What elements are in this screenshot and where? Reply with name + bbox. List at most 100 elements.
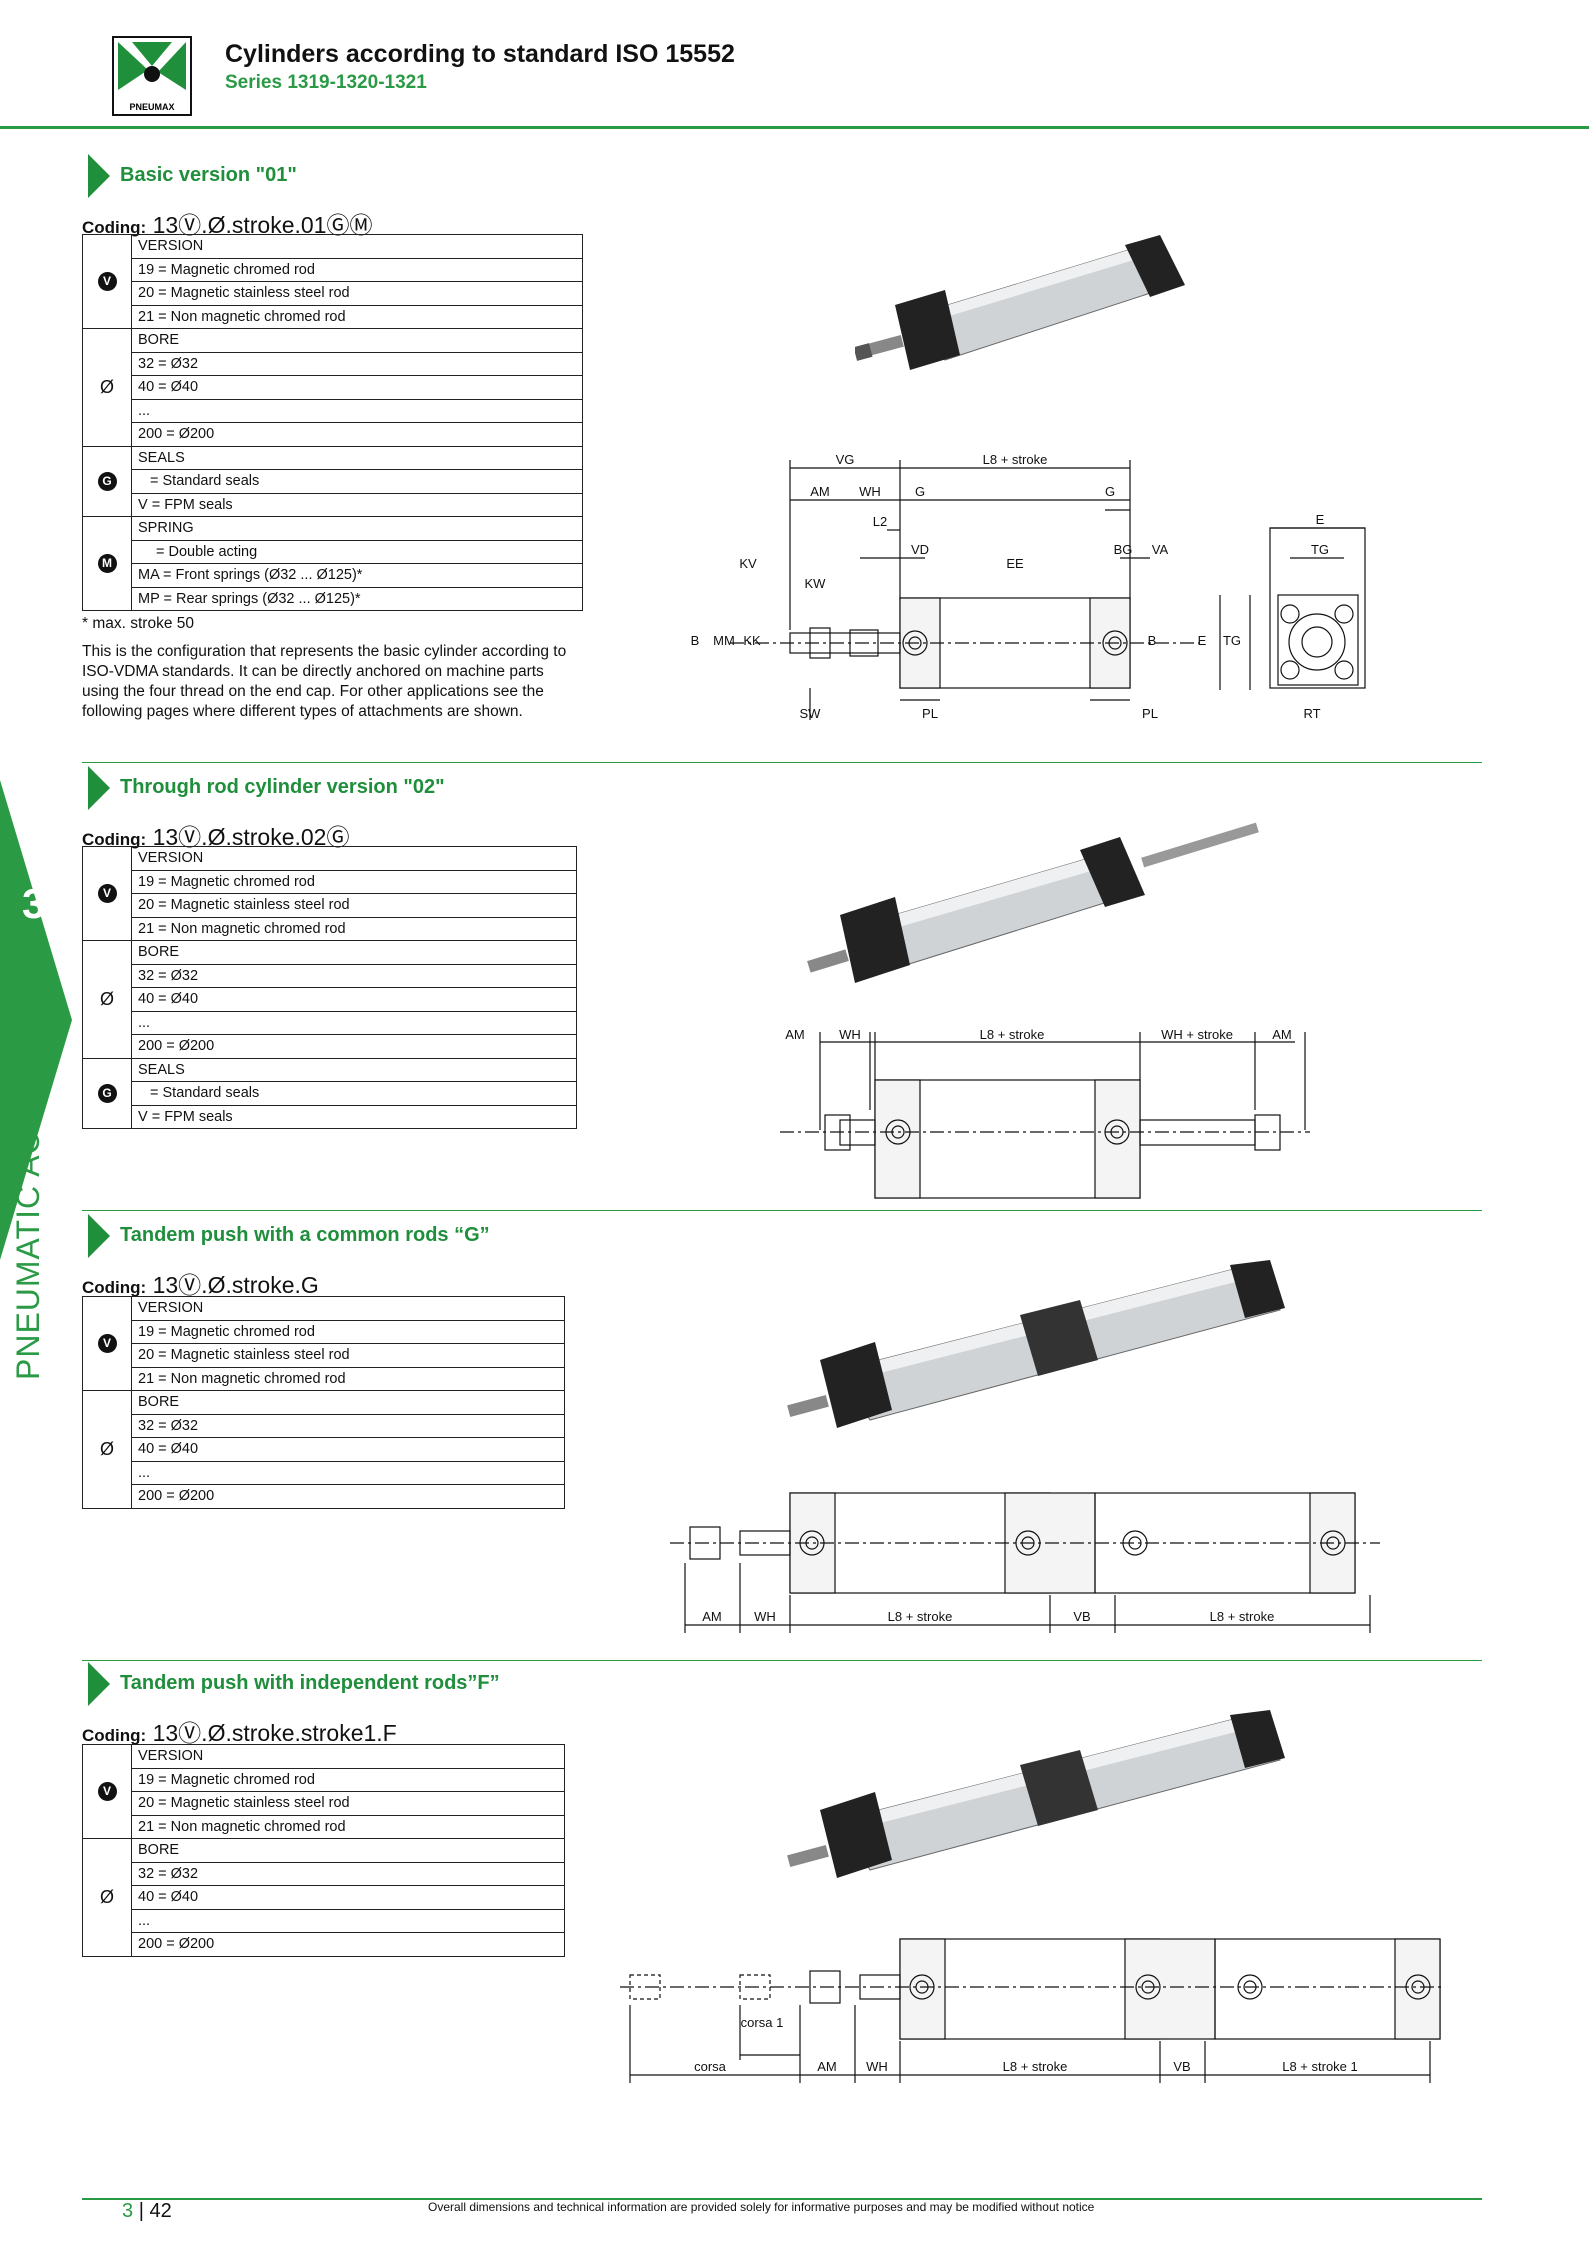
table-cell: BORE [131, 1838, 565, 1863]
table-cell: 32 = Ø32 [131, 351, 583, 376]
footer-disclaimer: Overall dimensions and technical informa… [428, 2200, 1095, 2214]
table-cell: 19 = Magnetic chromed rod [131, 869, 577, 894]
table-cell: 21 = Non magnetic chromed rod [131, 1366, 565, 1391]
dim-label: B [691, 633, 700, 648]
bore-key: Ø [82, 328, 132, 447]
dimension-drawing-basic: VG L8 + stroke AM WH G G L2 VD EE BG VA … [691, 452, 1366, 721]
version-key-icon: V [97, 884, 117, 903]
table-cell: 19 = Magnetic chromed rod [131, 257, 583, 282]
table-cell: = Standard seals [131, 469, 583, 494]
table-cell: SEALS [131, 445, 583, 470]
coding-line: Coding: 13Ⓥ.Ø.stroke.02Ⓖ [82, 818, 349, 852]
dim-label: corsa 1 [741, 2015, 784, 2030]
dim-label: TG [1311, 542, 1329, 557]
table-cell: 32 = Ø32 [131, 1413, 565, 1438]
version-key-icon: V [97, 1334, 117, 1353]
dim-label: G [915, 484, 925, 499]
table-cell: 21 = Non magnetic chromed rod [131, 916, 577, 941]
dimension-drawing-through-rod: AM WH L8 + stroke WH + stroke AM [780, 1027, 1310, 1199]
table-cell: VERSION [131, 846, 577, 871]
table-cell: ... [131, 1460, 565, 1485]
table-cell: 200 = Ø200 [131, 1484, 565, 1509]
coding-line: Coding: 13Ⓥ.Ø.stroke.G [82, 1266, 319, 1300]
dim-label: RT [1303, 706, 1320, 721]
section-title: Tandem push with independent rods”F” [120, 1672, 500, 1694]
coding-value: 13Ⓥ.Ø.stroke.01ⒼⓂ [152, 212, 373, 238]
dim-label: WH [839, 1027, 861, 1042]
dim-label: L2 [873, 514, 887, 529]
coding-value: 13Ⓥ.Ø.stroke.G [152, 1272, 319, 1298]
dim-label: AM [785, 1027, 805, 1042]
footer-divider [82, 2198, 1482, 2200]
table-cell: V = FPM seals [131, 492, 583, 517]
chapter-label: PNEUMATIC ACTUATION [10, 985, 46, 1380]
spring-key-icon: M [97, 554, 117, 573]
dim-label: AM [810, 484, 830, 499]
table-cell: 200 = Ø200 [131, 1932, 565, 1957]
table-cell: 32 = Ø32 [131, 963, 577, 988]
dim-label: L8 + stroke 1 [1282, 2059, 1358, 2074]
table-cell: VERSION [131, 234, 583, 259]
section-divider [82, 1660, 1482, 1661]
table-cell: SPRING [131, 516, 583, 541]
table-cell: BORE [131, 940, 577, 965]
section-title: Tandem push with a common rods “G” [120, 1224, 490, 1246]
logo-text: PNEUMAX [129, 102, 174, 112]
table-cell: 32 = Ø32 [131, 1861, 565, 1886]
coding-label: Coding: [82, 1278, 147, 1297]
page-subtitle: Series 1319-1320-1321 [225, 72, 427, 93]
dim-label: L8 + stroke [1003, 2059, 1068, 2074]
table-cell: 40 = Ø40 [131, 375, 583, 400]
table-cell: MP = Rear springs (Ø32 ... Ø125)* [131, 586, 583, 611]
bore-key: Ø [82, 1390, 132, 1509]
dim-label: SW [800, 706, 822, 721]
section-arrow-icon [88, 1214, 110, 1258]
dim-label: E [1316, 512, 1325, 527]
coding-label: Coding: [82, 218, 147, 237]
section-title: Through rod cylinder version "02" [120, 776, 445, 798]
chapter-number: 3 [22, 880, 46, 927]
table-cell: 200 = Ø200 [131, 1034, 577, 1059]
dim-label: KK [743, 633, 761, 648]
table-cell: MA = Front springs (Ø32 ... Ø125)* [131, 563, 583, 588]
dim-label: WH [866, 2059, 888, 2074]
dim-label: corsa [694, 2059, 727, 2074]
table-cell: 40 = Ø40 [131, 987, 577, 1012]
dim-label: AM [702, 1609, 722, 1624]
dim-label: BG [1114, 542, 1133, 557]
table-cell: ... [131, 1908, 565, 1933]
footer-chapter: 3 [122, 2200, 134, 2222]
table-cell: 21 = Non magnetic chromed rod [131, 304, 583, 329]
section-arrow-icon [88, 766, 110, 810]
dim-label: L8 + stroke [1210, 1609, 1275, 1624]
dim-label: EE [1006, 556, 1024, 571]
dim-label: WH + stroke [1161, 1027, 1233, 1042]
coding-line: Coding: 13Ⓥ.Ø.stroke.01ⒼⓂ [82, 206, 372, 240]
dim-label: VD [911, 542, 929, 557]
dim-label: VA [1152, 542, 1169, 557]
table-cell: ... [131, 1010, 577, 1035]
dim-label: MM [713, 633, 735, 648]
dim-label: L8 + stroke [983, 452, 1048, 467]
cylinder-photo [807, 822, 1259, 983]
section-arrow-icon [88, 1662, 110, 1706]
table-cell: 20 = Magnetic stainless steel rod [131, 281, 583, 306]
dim-label: B [1148, 633, 1157, 648]
section-title: Basic version "01" [120, 164, 297, 186]
dim-label: TG [1223, 633, 1241, 648]
table-cell: VERSION [131, 1744, 565, 1769]
description: This is the configuration that represent… [82, 643, 567, 720]
chapter-tab [0, 780, 72, 1260]
dim-label: VG [836, 452, 855, 467]
seals-key-icon: G [97, 1083, 117, 1103]
table-cell: 21 = Non magnetic chromed rod [131, 1814, 565, 1839]
dim-label: L8 + stroke [888, 1609, 953, 1624]
tandem-cylinder-photo [787, 1710, 1285, 1878]
table-cell: ... [131, 398, 583, 423]
dim-label: VB [1173, 2059, 1190, 2074]
dim-label: PL [922, 706, 938, 721]
tandem-cylinder-photo [787, 1260, 1285, 1428]
